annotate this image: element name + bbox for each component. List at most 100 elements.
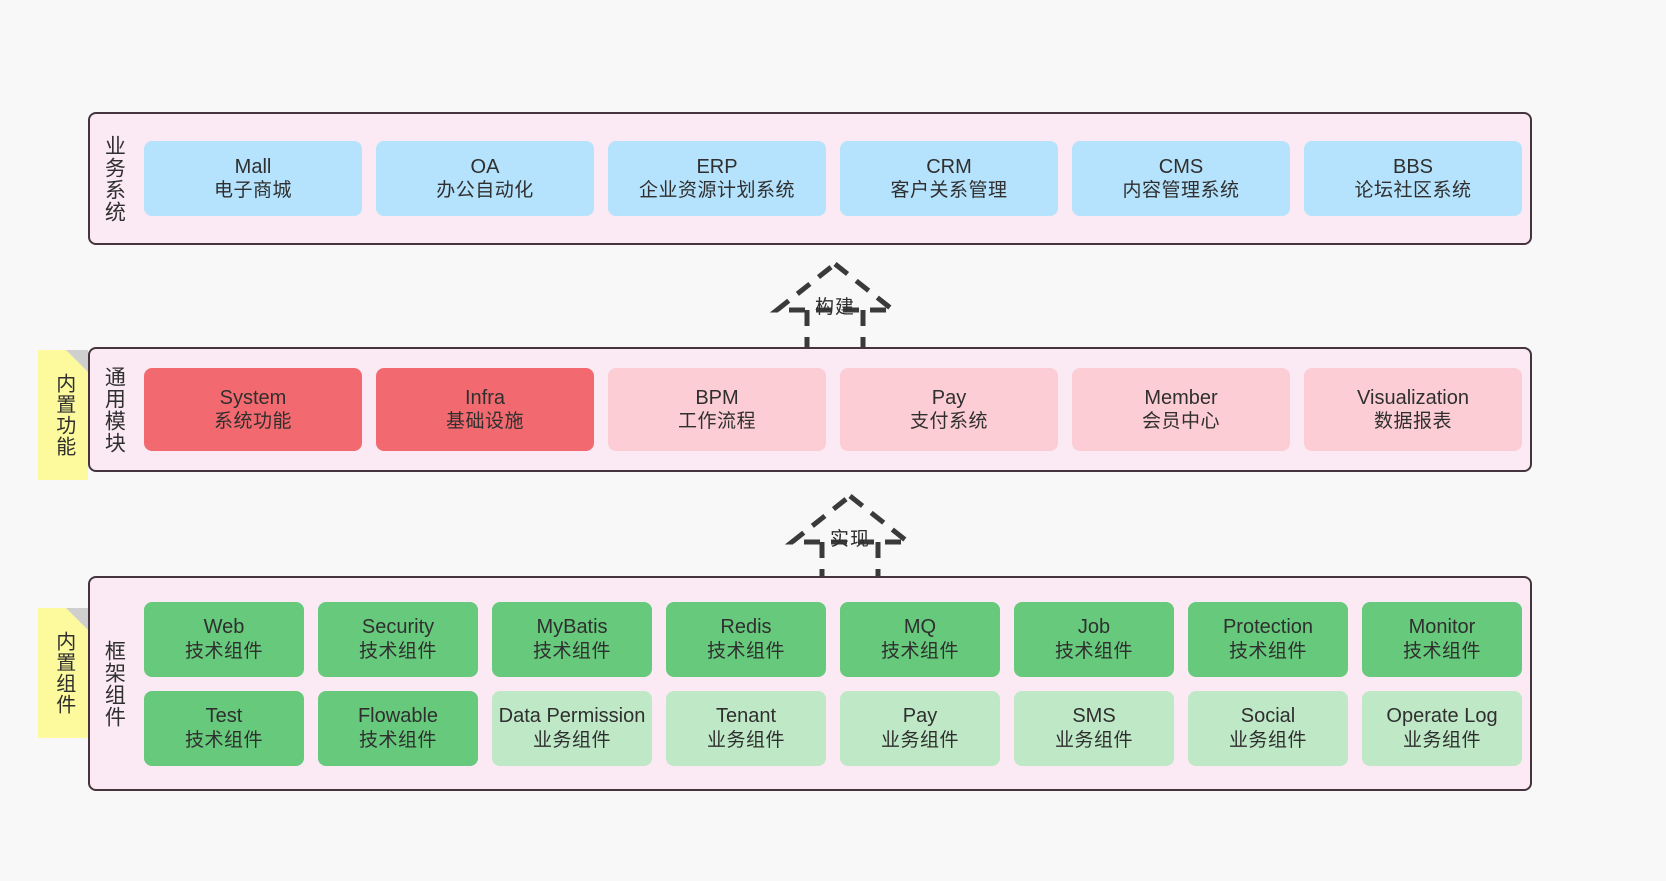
node-label-en: BPM	[695, 386, 739, 409]
node-label-en: System	[219, 386, 287, 409]
layer-title-framework-component: 框架组件	[102, 639, 126, 728]
node-label-cn: 论坛社区系统	[1354, 180, 1472, 202]
node-label-cn: 业务组件	[1054, 729, 1133, 751]
node-label-en: ERP	[696, 155, 738, 178]
node-label-cn: 技术组件	[706, 640, 785, 662]
arrow-label-build: 构建	[814, 297, 855, 318]
node-label-en: Social	[1240, 705, 1296, 728]
node-label-en: Protection	[1222, 616, 1314, 639]
node-label-cn: 业务组件	[532, 729, 611, 751]
node-label-en: Pay	[902, 705, 938, 728]
layer-framework-component: 框架组件 Web 技术组件 Security 技术组件 MyBatis 技术组件…	[88, 576, 1532, 791]
folded-corner-icon	[66, 608, 88, 630]
node-row: Test 技术组件 Flowable 技术组件 Data Permission …	[144, 690, 1522, 766]
node-label-en: SMS	[1072, 705, 1116, 728]
node-label-cn: 内容管理系统	[1122, 180, 1240, 202]
node-operate-log[interactable]: Operate Log 业务组件	[1362, 690, 1522, 766]
sticky-note-builtin-component: 内置组件	[38, 608, 88, 738]
node-label-en: Test	[205, 705, 243, 728]
node-label-cn: 基础设施	[445, 411, 524, 433]
node-label-en: Tenant	[715, 705, 777, 728]
node-infra[interactable]: Infra 基础设施	[376, 368, 594, 451]
node-mybatis[interactable]: MyBatis 技术组件	[492, 601, 652, 677]
node-label-cn: 办公自动化	[436, 180, 534, 202]
layer-title-common-module: 通用模块	[102, 365, 126, 454]
node-label-cn: 技术组件	[1054, 640, 1133, 662]
layer-title-business-system: 业务系统	[102, 134, 126, 223]
node-label-cn: 技术组件	[184, 640, 263, 662]
node-monitor[interactable]: Monitor 技术组件	[1362, 601, 1522, 677]
node-tenant[interactable]: Tenant 业务组件	[666, 690, 826, 766]
node-label-en: Redis	[720, 616, 772, 639]
node-row: Web 技术组件 Security 技术组件 MyBatis 技术组件 Redi…	[144, 601, 1522, 677]
node-data-permission[interactable]: Data Permission 业务组件	[492, 690, 652, 766]
node-bpm[interactable]: BPM 工作流程	[608, 368, 826, 451]
node-label-cn: 系统功能	[213, 411, 292, 433]
node-erp[interactable]: ERP 企业资源计划系统	[608, 141, 826, 216]
node-label-cn: 会员中心	[1141, 411, 1220, 433]
node-label-cn: 技术组件	[532, 640, 611, 662]
node-label-en: Data Permission	[498, 705, 646, 728]
node-label-en: Pay	[931, 386, 967, 409]
node-row: System 系统功能 Infra 基础设施 BPM 工作流程 Pay 支付系统…	[144, 368, 1522, 451]
node-label-cn: 支付系统	[909, 411, 988, 433]
sticky-note-label: 内置功能	[52, 373, 75, 457]
node-label-cn: 业务组件	[706, 729, 785, 751]
sticky-note-builtin-function: 内置功能	[38, 350, 88, 480]
node-redis[interactable]: Redis 技术组件	[666, 601, 826, 677]
node-label-en: MQ	[903, 616, 937, 639]
node-sms[interactable]: SMS 业务组件	[1014, 690, 1174, 766]
node-security[interactable]: Security 技术组件	[318, 601, 478, 677]
node-label-en: Mall	[234, 155, 272, 178]
node-label-en: CMS	[1158, 155, 1204, 178]
layer-body-business-system: Mall 电子商城 OA 办公自动化 ERP 企业资源计划系统 CRM 客户关系…	[136, 114, 1530, 243]
node-label-cn: 客户关系管理	[890, 180, 1008, 202]
node-mall[interactable]: Mall 电子商城	[144, 141, 362, 216]
node-label-en: Infra	[464, 386, 506, 409]
layer-body-common-module: System 系统功能 Infra 基础设施 BPM 工作流程 Pay 支付系统…	[136, 349, 1530, 470]
sticky-note-label: 内置组件	[52, 631, 75, 715]
node-protection[interactable]: Protection 技术组件	[1188, 601, 1348, 677]
node-job[interactable]: Job 技术组件	[1014, 601, 1174, 677]
arrow-head-triangle	[769, 260, 901, 313]
node-cms[interactable]: CMS 内容管理系统	[1072, 141, 1290, 216]
node-label-cn: 技术组件	[358, 640, 437, 662]
node-crm[interactable]: CRM 客户关系管理	[840, 141, 1058, 216]
node-label-cn: 业务组件	[880, 729, 959, 751]
layer-common-module: 通用模块 System 系统功能 Infra 基础设施 BPM 工作流程 Pay…	[88, 347, 1532, 472]
folded-corner-icon	[66, 350, 88, 372]
layer-body-framework-component: Web 技术组件 Security 技术组件 MyBatis 技术组件 Redi…	[136, 578, 1530, 789]
arrow-build: 构建	[745, 258, 925, 358]
node-pay[interactable]: Pay 支付系统	[840, 368, 1058, 451]
node-label-en: Web	[203, 616, 245, 639]
node-label-en: Monitor	[1408, 616, 1476, 639]
node-member[interactable]: Member 会员中心	[1072, 368, 1290, 451]
node-pay-component[interactable]: Pay 业务组件	[840, 690, 1000, 766]
node-label-en: Job	[1077, 616, 1111, 639]
node-system[interactable]: System 系统功能	[144, 368, 362, 451]
node-label-cn: 技术组件	[1228, 640, 1307, 662]
node-label-en: MyBatis	[536, 616, 608, 639]
node-label-cn: 技术组件	[358, 729, 437, 751]
node-test[interactable]: Test 技术组件	[144, 690, 304, 766]
node-web[interactable]: Web 技术组件	[144, 601, 304, 677]
node-flowable[interactable]: Flowable 技术组件	[318, 690, 478, 766]
arrow-head-triangle	[784, 492, 916, 545]
node-oa[interactable]: OA 办公自动化	[376, 141, 594, 216]
node-label-cn: 工作流程	[677, 411, 756, 433]
node-label-cn: 数据报表	[1373, 411, 1452, 433]
node-social[interactable]: Social 业务组件	[1188, 690, 1348, 766]
node-visualization[interactable]: Visualization 数据报表	[1304, 368, 1522, 451]
node-label-en: Operate Log	[1386, 705, 1498, 728]
node-label-en: OA	[470, 155, 500, 178]
node-label-cn: 企业资源计划系统	[638, 180, 795, 202]
node-mq[interactable]: MQ 技术组件	[840, 601, 1000, 677]
node-label-cn: 电子商城	[213, 180, 292, 202]
node-label-en: Member	[1144, 386, 1218, 409]
node-bbs[interactable]: BBS 论坛社区系统	[1304, 141, 1522, 216]
node-label-cn: 业务组件	[1402, 729, 1481, 751]
node-row: Mall 电子商城 OA 办公自动化 ERP 企业资源计划系统 CRM 客户关系…	[144, 141, 1522, 216]
node-label-en: CRM	[926, 155, 972, 178]
node-label-en: BBS	[1392, 155, 1434, 178]
